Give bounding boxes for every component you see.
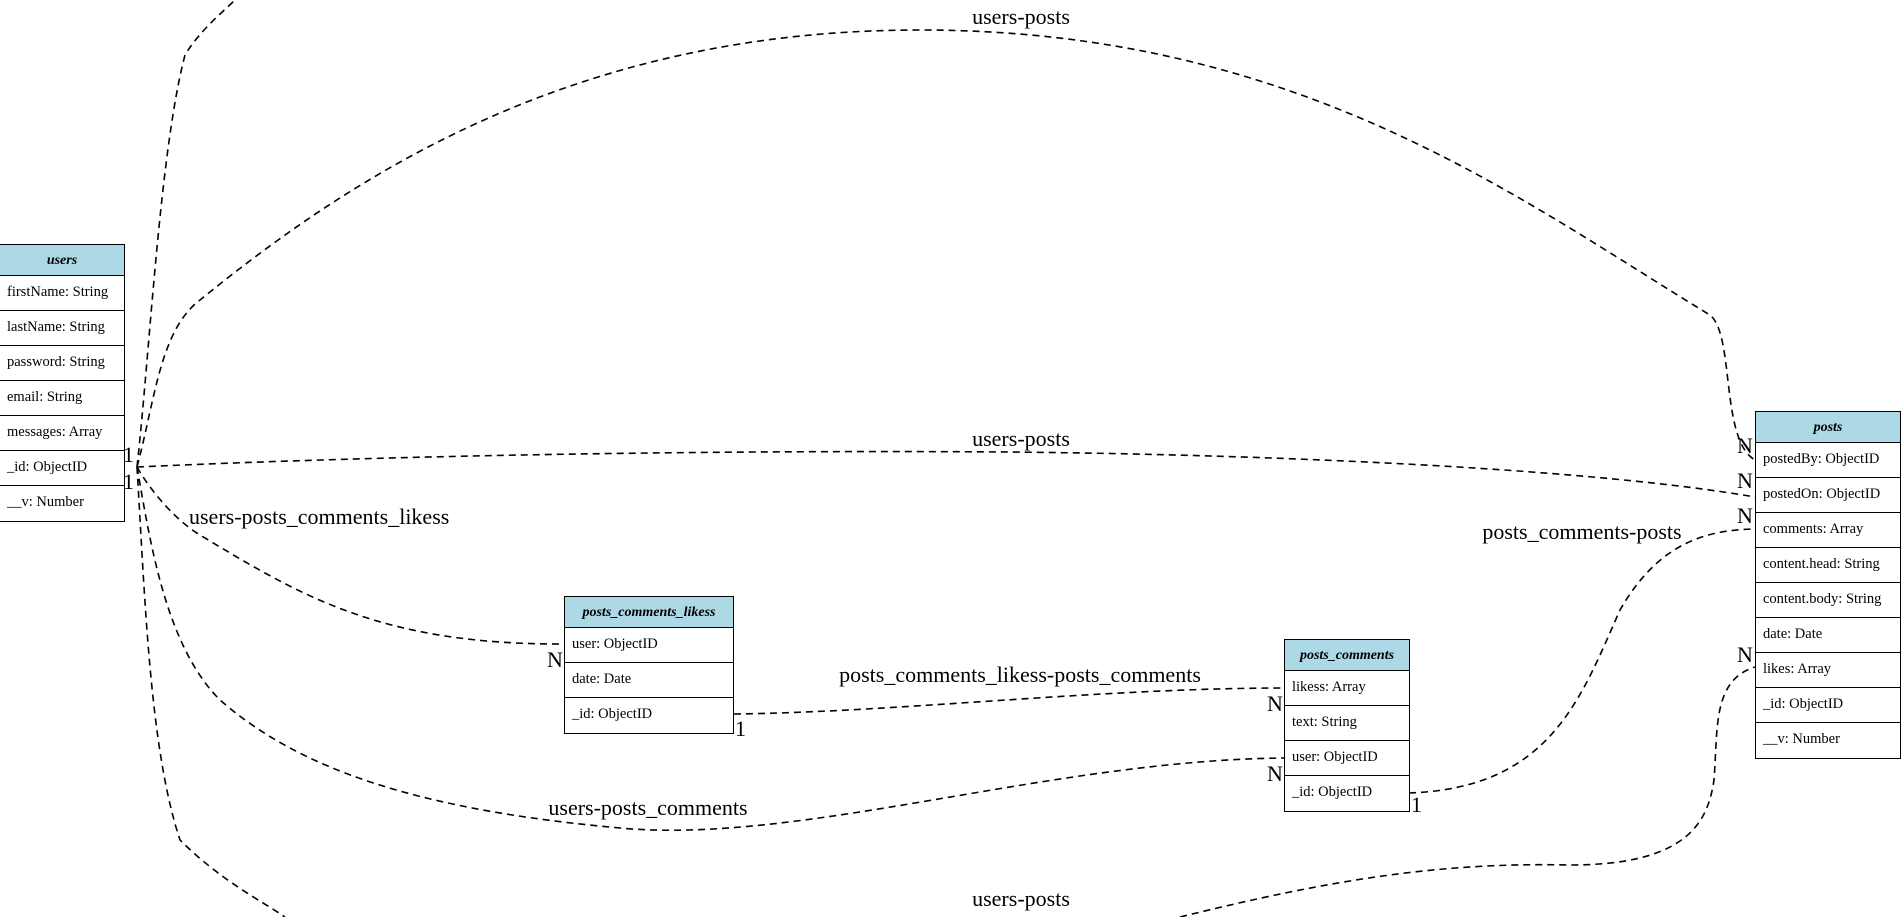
edge-users-posts-lower xyxy=(136,466,1756,917)
field-likess-date: date: Date xyxy=(565,663,733,698)
field-comments-text: text: String xyxy=(1285,706,1409,741)
field-comments-likess: likess: Array xyxy=(1285,671,1409,706)
edge-label-users-posts-upper: users-posts xyxy=(972,4,1070,29)
field-posts-v: __v: Number xyxy=(1763,731,1840,747)
table-posts-comments[interactable]: posts_comments likess: Array text: Strin… xyxy=(1284,639,1410,812)
edge-label-users-posts-middle: users-posts xyxy=(972,426,1070,451)
table-posts-title: posts xyxy=(1756,412,1900,443)
cardinality-posts-postedby-n: N xyxy=(1737,433,1753,458)
edge-label-users-posts-comments-likess: users-posts_comments_likess xyxy=(189,504,449,529)
edge-users-top-offscreen xyxy=(136,0,236,468)
cardinality-comments-id-1: 1 xyxy=(1411,792,1422,817)
cardinality-users-1d: 1 xyxy=(123,469,134,494)
field-users-messages: messages: Array xyxy=(0,416,124,451)
field-users-email: email: String xyxy=(0,381,124,416)
edge-likess-posts-comments xyxy=(733,687,1286,715)
field-posts-content-head: content.head: String xyxy=(1756,548,1900,583)
edge-label-users-posts-lower: users-posts xyxy=(972,886,1070,911)
field-posts-likes: likes: Array xyxy=(1756,653,1900,688)
field-users-password: password: String xyxy=(0,346,124,381)
cardinality-comments-user-n: N xyxy=(1267,761,1283,786)
cardinality-likess-user-n: N xyxy=(547,647,563,672)
field-users-lastname: lastName: String xyxy=(0,311,124,346)
cardinality-comments-likess-n: N xyxy=(1267,691,1283,716)
field-posts-postedby: postedBy: ObjectID xyxy=(1756,443,1900,478)
field-posts-date: date: Date xyxy=(1756,618,1900,653)
edge-label-users-posts-comments: users-posts_comments xyxy=(548,795,747,820)
field-posts-postedon: postedOn: ObjectID xyxy=(1756,478,1900,513)
field-users-firstname: firstName: String xyxy=(0,276,124,311)
field-users-id: _id: ObjectID xyxy=(0,451,124,486)
field-posts-id: _id: ObjectID xyxy=(1756,688,1900,723)
table-posts-comments-likess-title: posts_comments_likess xyxy=(565,597,733,628)
field-posts-content-body: content.body: String xyxy=(1756,583,1900,618)
cardinality-users-1b: 1 xyxy=(123,442,134,467)
field-comments-user: user: ObjectID xyxy=(1285,741,1409,776)
edge-users-posts-middle xyxy=(136,450,1756,498)
table-posts-comments-likess[interactable]: posts_comments_likess user: ObjectID dat… xyxy=(564,596,734,734)
cardinality-posts-postedon-n: N xyxy=(1737,468,1753,493)
edge-label-likess-posts-comments: posts_comments_likess-posts_comments xyxy=(839,662,1201,687)
edge-users-posts-comments xyxy=(136,466,1286,831)
field-posts-comments: comments: Array xyxy=(1756,513,1900,548)
edge-users-posts-comments-likess xyxy=(136,466,566,645)
table-users[interactable]: users firstName: String lastName: String… xyxy=(0,244,125,522)
table-posts-comments-title: posts_comments xyxy=(1285,640,1409,671)
cardinality-posts-comments-n: N xyxy=(1737,503,1753,528)
edge-posts-comments-posts xyxy=(1408,528,1756,794)
field-comments-id: _id: ObjectID xyxy=(1292,784,1373,800)
edge-label-posts-comments-posts: posts_comments-posts xyxy=(1482,519,1681,544)
field-likess-id: _id: ObjectID xyxy=(572,706,653,722)
cardinality-posts-likes-n: N xyxy=(1737,642,1753,667)
edge-users-posts-upper xyxy=(136,29,1756,468)
cardinality-likess-id-1: 1 xyxy=(735,716,746,741)
field-likess-user: user: ObjectID xyxy=(565,628,733,663)
table-users-title: users xyxy=(0,245,124,276)
table-posts[interactable]: posts postedBy: ObjectID postedOn: Objec… xyxy=(1755,411,1901,759)
field-users-v: __v: Number xyxy=(7,494,84,510)
